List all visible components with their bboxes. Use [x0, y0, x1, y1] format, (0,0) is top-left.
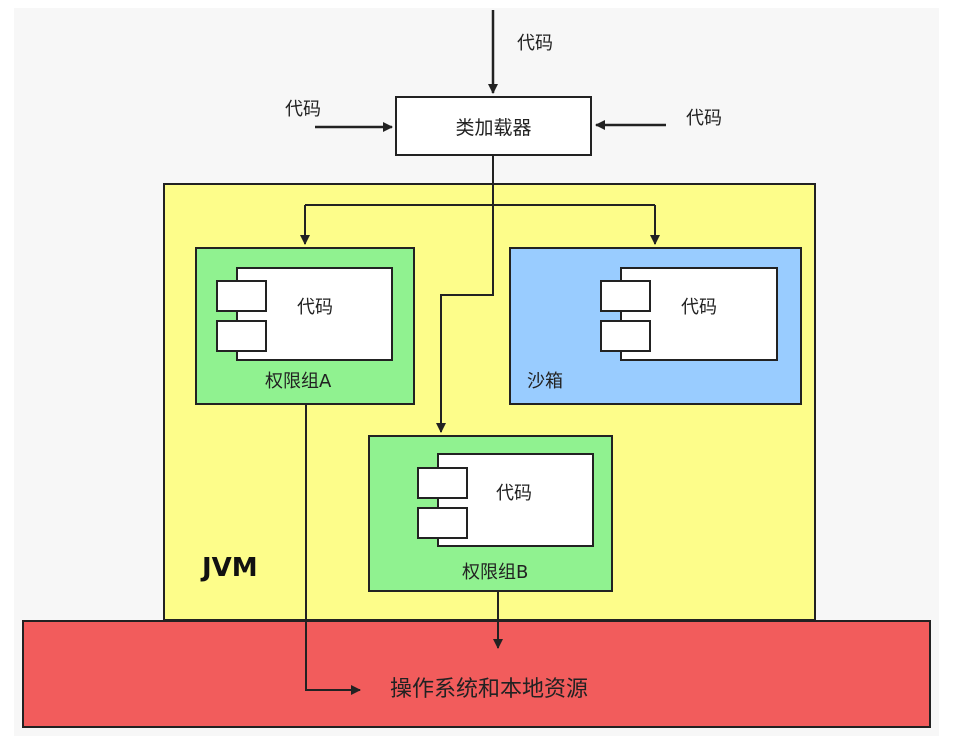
sandbox-code-label: 代码	[681, 297, 717, 318]
group-b-component-tab-bottom	[417, 507, 468, 539]
code-input-top-label: 代码	[517, 33, 553, 54]
class-loader-label: 类加载器	[455, 116, 532, 139]
group-a-component-tab-bottom	[216, 320, 267, 352]
os-resources-region	[22, 620, 931, 728]
group-a-component-tab-top	[216, 280, 267, 312]
arrow-to-group-b	[436, 205, 494, 433]
code-input-right-label: 代码	[686, 108, 722, 129]
group-b-code-label: 代码	[496, 483, 532, 504]
group-b-component-tab-top	[417, 467, 468, 499]
sandbox-component-tab-bottom	[600, 320, 651, 352]
arrow-group-a-to-os	[305, 405, 361, 695]
os-resources-label: 操作系统和本地资源	[390, 677, 589, 702]
sandbox-label: 沙箱	[527, 371, 563, 392]
class-loader-box: 类加载器	[395, 96, 592, 156]
group-a-label: 权限组A	[265, 371, 332, 392]
code-input-left-label: 代码	[285, 99, 321, 120]
sandbox-component-tab-top	[600, 280, 651, 312]
jvm-label: JVM	[202, 553, 258, 583]
group-b-label: 权限组B	[462, 562, 529, 583]
group-a-code-label: 代码	[297, 297, 333, 318]
